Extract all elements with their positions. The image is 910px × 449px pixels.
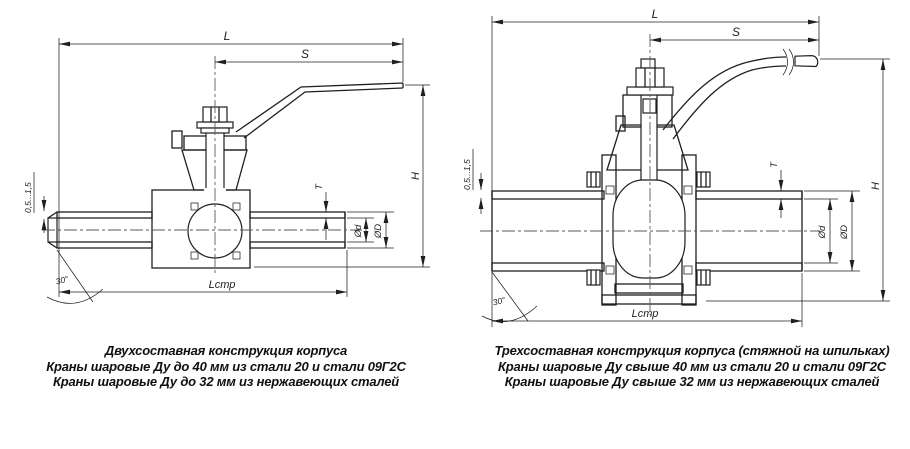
stud-nut	[696, 269, 711, 286]
bonnet	[181, 149, 248, 191]
dim-label-build-length: Lстр	[209, 279, 236, 291]
dim-label-wall: T	[314, 183, 325, 190]
dim-label-bevel-angle: 30°	[55, 273, 70, 286]
right-valve-body	[491, 58, 803, 306]
stop-tab	[615, 115, 626, 132]
dim-label-outer: ØD	[839, 225, 850, 240]
right-pipe-wall	[491, 190, 605, 200]
dim-label-outer: ØD	[373, 224, 384, 239]
dim-label-weld-edge: 0,5...1,5	[23, 182, 33, 213]
stud-nut	[586, 269, 601, 286]
left-pipe-wall	[56, 211, 153, 219]
right-figure-caption: Трехсоставная конструкция корпуса (стяжн…	[478, 343, 906, 390]
ball	[612, 179, 686, 279]
right-valve-drawing: L S H T Ød ØD Lстр	[462, 7, 890, 327]
seat-ring	[190, 202, 199, 211]
right-dimensions: L S H T Ød ØD Lстр	[462, 7, 890, 327]
dim-label-bevel-angle: 30°	[492, 294, 507, 307]
dim-label-length: L	[652, 7, 659, 21]
left-figure-caption: Двухсоставная конструкция корпуса Краны …	[22, 343, 430, 390]
dim-label-height: H	[410, 172, 422, 180]
dim-label-bore: Ød	[353, 224, 364, 238]
left-dimensions: L S H T Ød ØD Lстр	[23, 29, 430, 304]
left-valve-drawing: L S H T Ød ØD Lстр	[23, 29, 430, 304]
stud-nut	[586, 171, 601, 188]
dim-label-weld-edge: 0,5...1,5	[462, 159, 472, 190]
dim-label-bore: Ød	[817, 225, 828, 239]
dim-label-wall: T	[769, 161, 780, 168]
dim-label-length: L	[224, 29, 231, 43]
caption-line: Краны шаровые Ду свыше 40 мм из стали 20…	[498, 358, 886, 374]
dim-label-build-length: Lстр	[632, 308, 659, 320]
caption-line: Краны шаровые Ду до 40 мм из стали 20 и …	[46, 358, 406, 374]
handle-tip	[794, 54, 819, 68]
seat-ring	[605, 185, 615, 195]
caption-line: Краны шаровые Ду свыше 32 мм из нержавею…	[504, 374, 880, 389]
dim-label-handle-span: S	[301, 47, 309, 61]
caption-line: Двухсоставная конструкция корпуса	[104, 343, 348, 358]
caption-line: Трехсоставная конструкция корпуса (стяжн…	[494, 343, 890, 358]
left-centerlines	[42, 56, 362, 276]
dim-label-handle-span: S	[732, 25, 740, 39]
caption-line: Краны шаровые Ду до 32 мм из нержавеющих…	[52, 374, 400, 389]
left-valve-body	[47, 106, 346, 269]
break-mark	[782, 48, 788, 76]
stud-nut	[696, 171, 711, 188]
right-centerlines	[480, 34, 820, 315]
dim-label-height: H	[870, 182, 882, 190]
stop-tab	[171, 130, 183, 149]
right-handle	[662, 48, 819, 140]
left-handle	[235, 82, 404, 139]
